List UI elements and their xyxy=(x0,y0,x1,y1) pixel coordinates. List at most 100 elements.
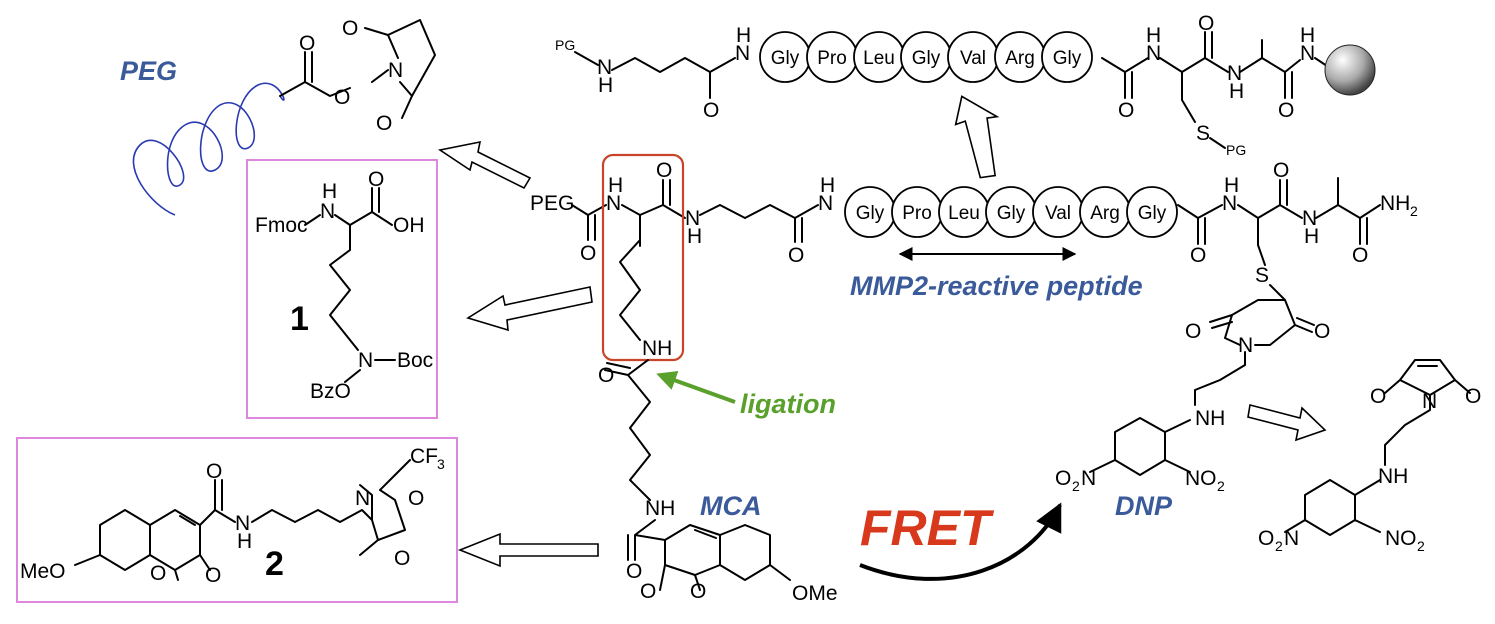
atom-pg: PG xyxy=(1226,142,1246,158)
atom-o: O xyxy=(299,32,315,55)
residue-label: Gly xyxy=(1053,48,1082,69)
compound-1-box xyxy=(246,159,438,419)
atom-n: N xyxy=(1284,527,1299,550)
compound-2-number: 2 xyxy=(265,545,284,583)
mca-label: MCA xyxy=(700,491,762,521)
atom-o: O xyxy=(1190,244,1206,267)
compound-2-box xyxy=(16,437,458,603)
atom-o: O xyxy=(1118,99,1134,122)
atom-o: O xyxy=(205,564,221,587)
atom-cf3: CF xyxy=(410,445,438,468)
atom-o: O xyxy=(640,580,656,603)
atom-o: O xyxy=(580,242,596,265)
atom-o: O xyxy=(394,547,410,570)
atom-nh: NH xyxy=(642,337,672,360)
peg-label: PEG xyxy=(120,56,177,86)
atom-n: N xyxy=(597,56,612,79)
ligation-label: ligation xyxy=(740,389,836,419)
atom-n: N xyxy=(1422,390,1437,413)
atom-n: N xyxy=(1238,334,1253,357)
atom-nh2: NH xyxy=(1380,192,1410,215)
dnp-label: DNP xyxy=(1115,491,1173,521)
atom-peg: PEG xyxy=(530,192,574,215)
atom-o2n: O xyxy=(1258,527,1274,550)
lysine-box xyxy=(601,153,685,362)
atom-o: O xyxy=(408,487,424,510)
atom-no2: NO xyxy=(1185,467,1217,490)
residue-circle xyxy=(1126,186,1178,238)
atom-n: N xyxy=(358,349,373,372)
atom-sub2: 2 xyxy=(1217,478,1225,494)
atom-n: N xyxy=(235,512,250,535)
residue-label: Leu xyxy=(863,48,895,69)
atom-h: H xyxy=(1146,24,1161,47)
atom-no2: NO xyxy=(1385,527,1417,550)
atom-o2n: O xyxy=(1055,467,1071,490)
atom-bzo: BzO xyxy=(310,380,351,403)
residue-label: Arg xyxy=(1005,48,1035,69)
atom-o: O xyxy=(1273,159,1289,182)
atom-sub2: 2 xyxy=(1072,478,1080,494)
compound-2: MeO O O O N H 2 N O O CF 3 xyxy=(20,445,445,587)
atom-h: H xyxy=(598,74,613,97)
residue-label: Gly xyxy=(997,203,1026,224)
atom-o: O xyxy=(1314,320,1330,343)
compound-1-number: 1 xyxy=(290,300,309,338)
atom-o: O xyxy=(1278,99,1294,122)
residue-label: Gly xyxy=(771,48,800,69)
atom-o: O xyxy=(656,159,672,182)
residue-label: Gly xyxy=(1138,203,1167,224)
atom-n: N xyxy=(1081,467,1096,490)
residue-circle xyxy=(1041,31,1093,83)
atom-meo: MeO xyxy=(20,560,66,583)
atom-n: N xyxy=(1227,62,1242,85)
atom-n: N xyxy=(1302,207,1317,230)
atom-nh2-sub: 2 xyxy=(1410,203,1418,219)
residue-label: Val xyxy=(960,48,986,69)
atom-o: O xyxy=(626,560,642,583)
compound-1: Fmoc N H O OH 1 N Boc BzO xyxy=(255,168,433,403)
atom-h: H xyxy=(237,530,252,553)
atom-n: N xyxy=(606,192,621,215)
atom-o: O xyxy=(1352,244,1368,267)
ligation-arrow xyxy=(656,371,736,404)
atom-o: O xyxy=(788,244,804,267)
residue-label: Pro xyxy=(902,203,932,224)
atom-oh: OH xyxy=(393,214,425,237)
atom-n: N xyxy=(685,207,700,230)
atom-fmoc: Fmoc xyxy=(255,214,308,237)
atom-o: O xyxy=(206,460,222,483)
atom-h: H xyxy=(820,174,835,197)
residue-label: Pro xyxy=(817,48,847,69)
atom-o: O xyxy=(342,17,358,40)
open-arrow-to-peg xyxy=(437,140,532,190)
atom-n: N xyxy=(735,42,750,65)
atom-h: H xyxy=(1229,80,1244,103)
residue-label: Arg xyxy=(1090,203,1120,224)
atom-o: O xyxy=(703,99,719,122)
atom-sub2: 2 xyxy=(1275,538,1283,554)
fret-label: FRET xyxy=(860,500,995,556)
atom-boc: Boc xyxy=(397,349,433,372)
atom-nh: NH xyxy=(1378,465,1408,488)
atom-n: N xyxy=(1146,42,1161,65)
atom-n: N xyxy=(320,200,335,223)
atom-n: N xyxy=(355,487,370,510)
atom-o: O xyxy=(368,168,384,191)
atom-n: N xyxy=(1300,42,1315,65)
atom-h: H xyxy=(736,24,751,47)
atom-n: N xyxy=(1222,192,1237,215)
atom-sub2: 2 xyxy=(1417,538,1425,554)
atom-o: O xyxy=(1370,385,1386,408)
atom-o: O xyxy=(690,580,706,603)
atom-h: H xyxy=(687,225,702,248)
residue-label: Gly xyxy=(856,203,885,224)
mmp2-label: MMP2-reactive peptide xyxy=(850,271,1143,301)
atom-o: O xyxy=(334,86,350,109)
maleimide-dnp: O O N NH O 2 N NO 2 xyxy=(1258,359,1481,554)
atom-o: O xyxy=(150,562,166,585)
peg-coil xyxy=(132,82,285,216)
atom-h: H xyxy=(1304,225,1319,248)
